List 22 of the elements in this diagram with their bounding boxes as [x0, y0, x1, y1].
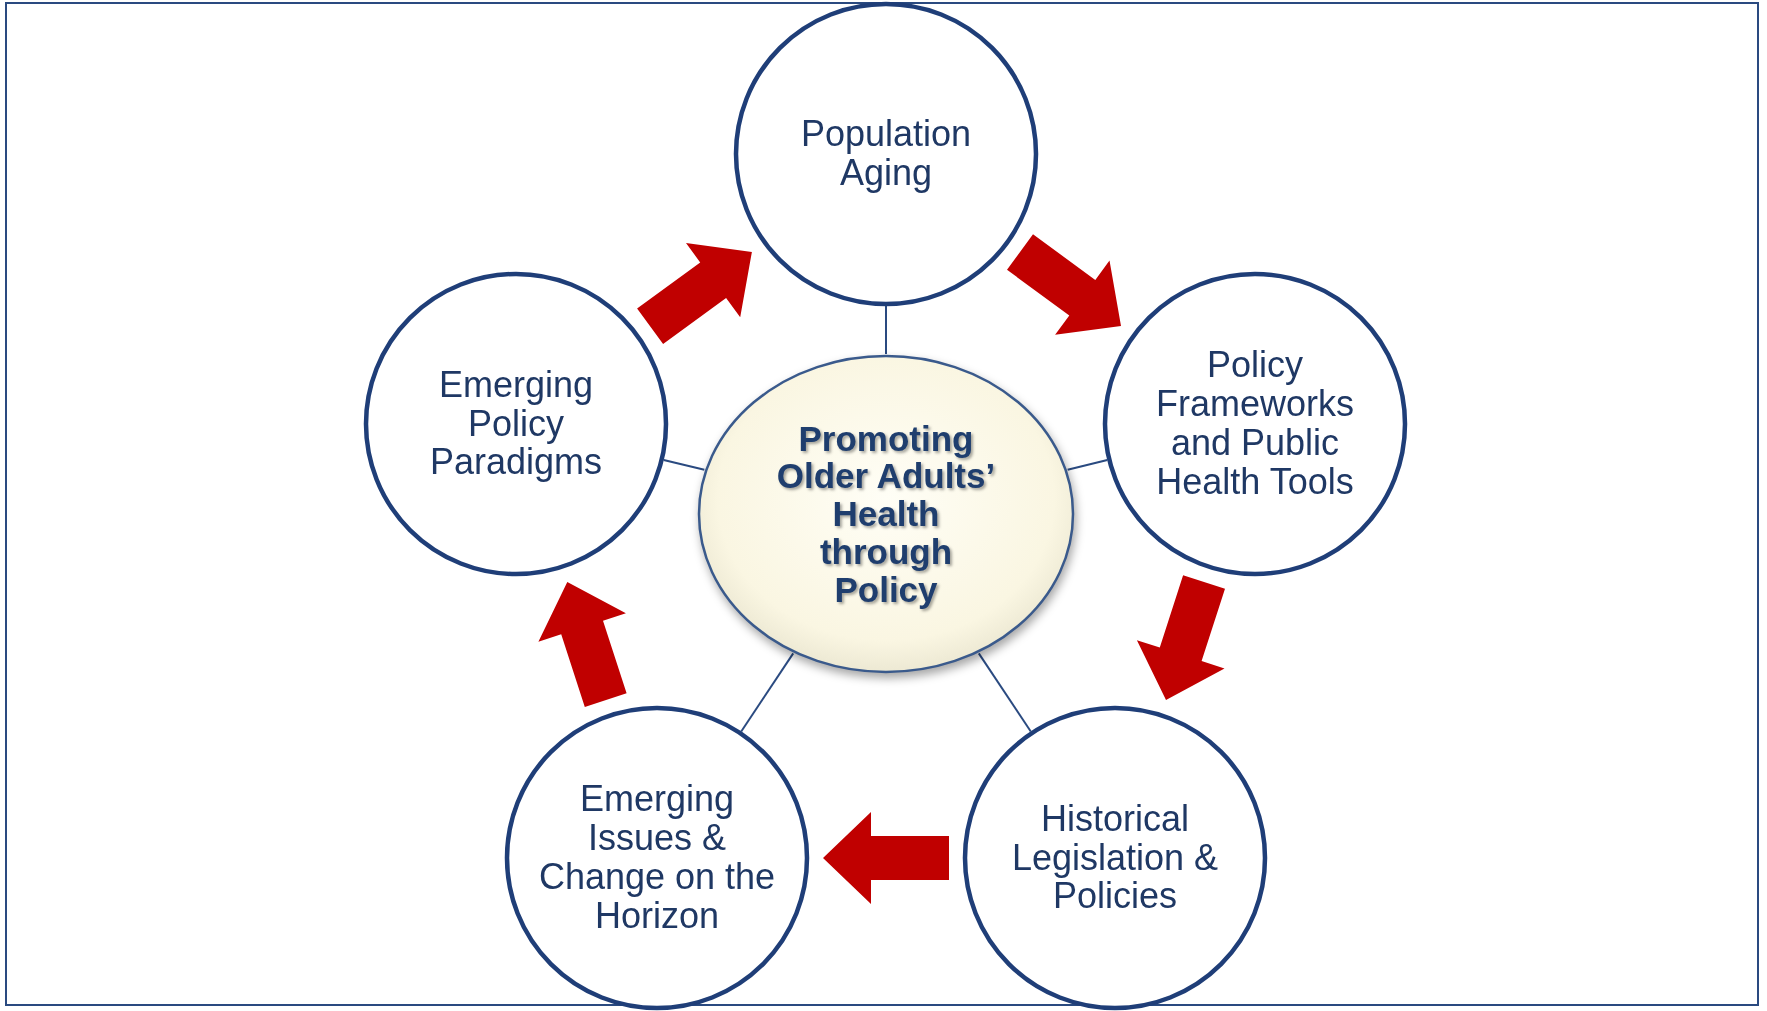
topic-circle — [364, 272, 668, 576]
topic-label: Emerging Policy Paradigms — [428, 365, 604, 483]
topic-circle — [734, 2, 1038, 306]
topic-label: Emerging Issues & Change on the Horizon — [537, 780, 777, 936]
block-arrow — [1007, 234, 1121, 335]
topic-circle — [1103, 272, 1407, 576]
block-arrow — [823, 812, 949, 904]
connector-line — [885, 305, 887, 355]
block-arrow — [1136, 575, 1225, 700]
topic-label: Historical Legislation & Policies — [1010, 799, 1220, 917]
topic-label: Population Aging — [799, 115, 973, 193]
topic-circle — [505, 706, 809, 1010]
center-title: Promoting Older Adults’ Health through Policy — [775, 419, 997, 609]
block-arrow — [637, 243, 752, 344]
connector-line — [740, 652, 795, 733]
block-arrow — [538, 581, 627, 707]
center-ellipse — [697, 354, 1075, 674]
connector-line — [662, 458, 706, 471]
topic-circle — [963, 706, 1267, 1010]
connector-line — [1066, 459, 1109, 471]
topic-label: Policy Frameworks and Public Health Tools — [1155, 346, 1355, 502]
connector-line — [977, 652, 1032, 733]
